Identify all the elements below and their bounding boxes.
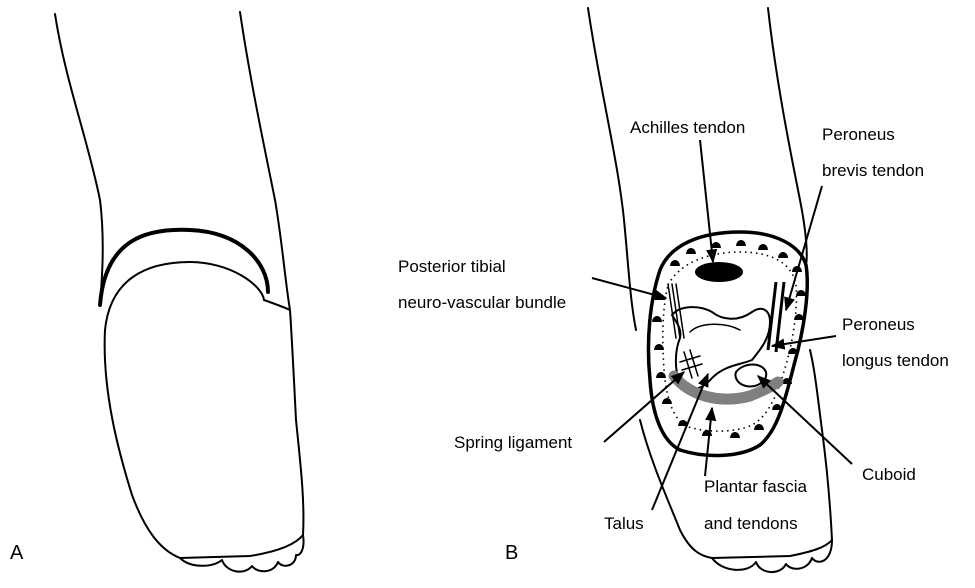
- label-posterior-tibial-line2: neuro-vascular bundle: [398, 293, 566, 312]
- talus-detail: [690, 324, 740, 332]
- panel-a-drawing: [55, 12, 304, 572]
- achilles-leader: [700, 140, 713, 262]
- label-spring-ligament: Spring ligament: [454, 433, 572, 452]
- cuboid-shape: [735, 365, 766, 387]
- talus-shape: [672, 307, 770, 389]
- leg-left-contour-b: [588, 8, 636, 330]
- plantar-fascia-leader: [705, 408, 712, 476]
- foot-outline-a: [105, 300, 304, 558]
- panel-a-label: A: [10, 542, 24, 564]
- label-peroneus-brevis-line2: brevis tendon: [822, 161, 924, 180]
- label-peroneus-longus-line2: longus tendon: [842, 351, 949, 370]
- leg-left-contour-a: [55, 14, 103, 305]
- label-talus: Talus: [604, 514, 644, 533]
- achilles-tendon-shape: [695, 262, 743, 282]
- talus-leader: [652, 374, 708, 510]
- label-plantar-fascia-line1: Plantar fascia: [704, 477, 808, 496]
- label-posterior-tibial-line1: Posterior tibial: [398, 257, 506, 276]
- incision-line-a: [100, 230, 268, 305]
- toes-a: [180, 535, 304, 572]
- label-achilles-tendon: Achilles tendon: [630, 118, 745, 137]
- leg-right-contour-b: [768, 8, 807, 265]
- heel-pad-a: [105, 262, 264, 330]
- label-plantar-fascia-line2: and tendons: [704, 514, 798, 533]
- cuboid-leader: [758, 376, 852, 464]
- label-cuboid: Cuboid: [862, 465, 916, 484]
- leg-right-contour-a: [240, 12, 290, 310]
- label-peroneus-brevis-line1: Peroneus: [822, 125, 895, 144]
- peroneus-longus-leader: [772, 336, 836, 346]
- panel-b-label: B: [505, 542, 518, 564]
- label-peroneus-longus-line1: Peroneus: [842, 315, 915, 334]
